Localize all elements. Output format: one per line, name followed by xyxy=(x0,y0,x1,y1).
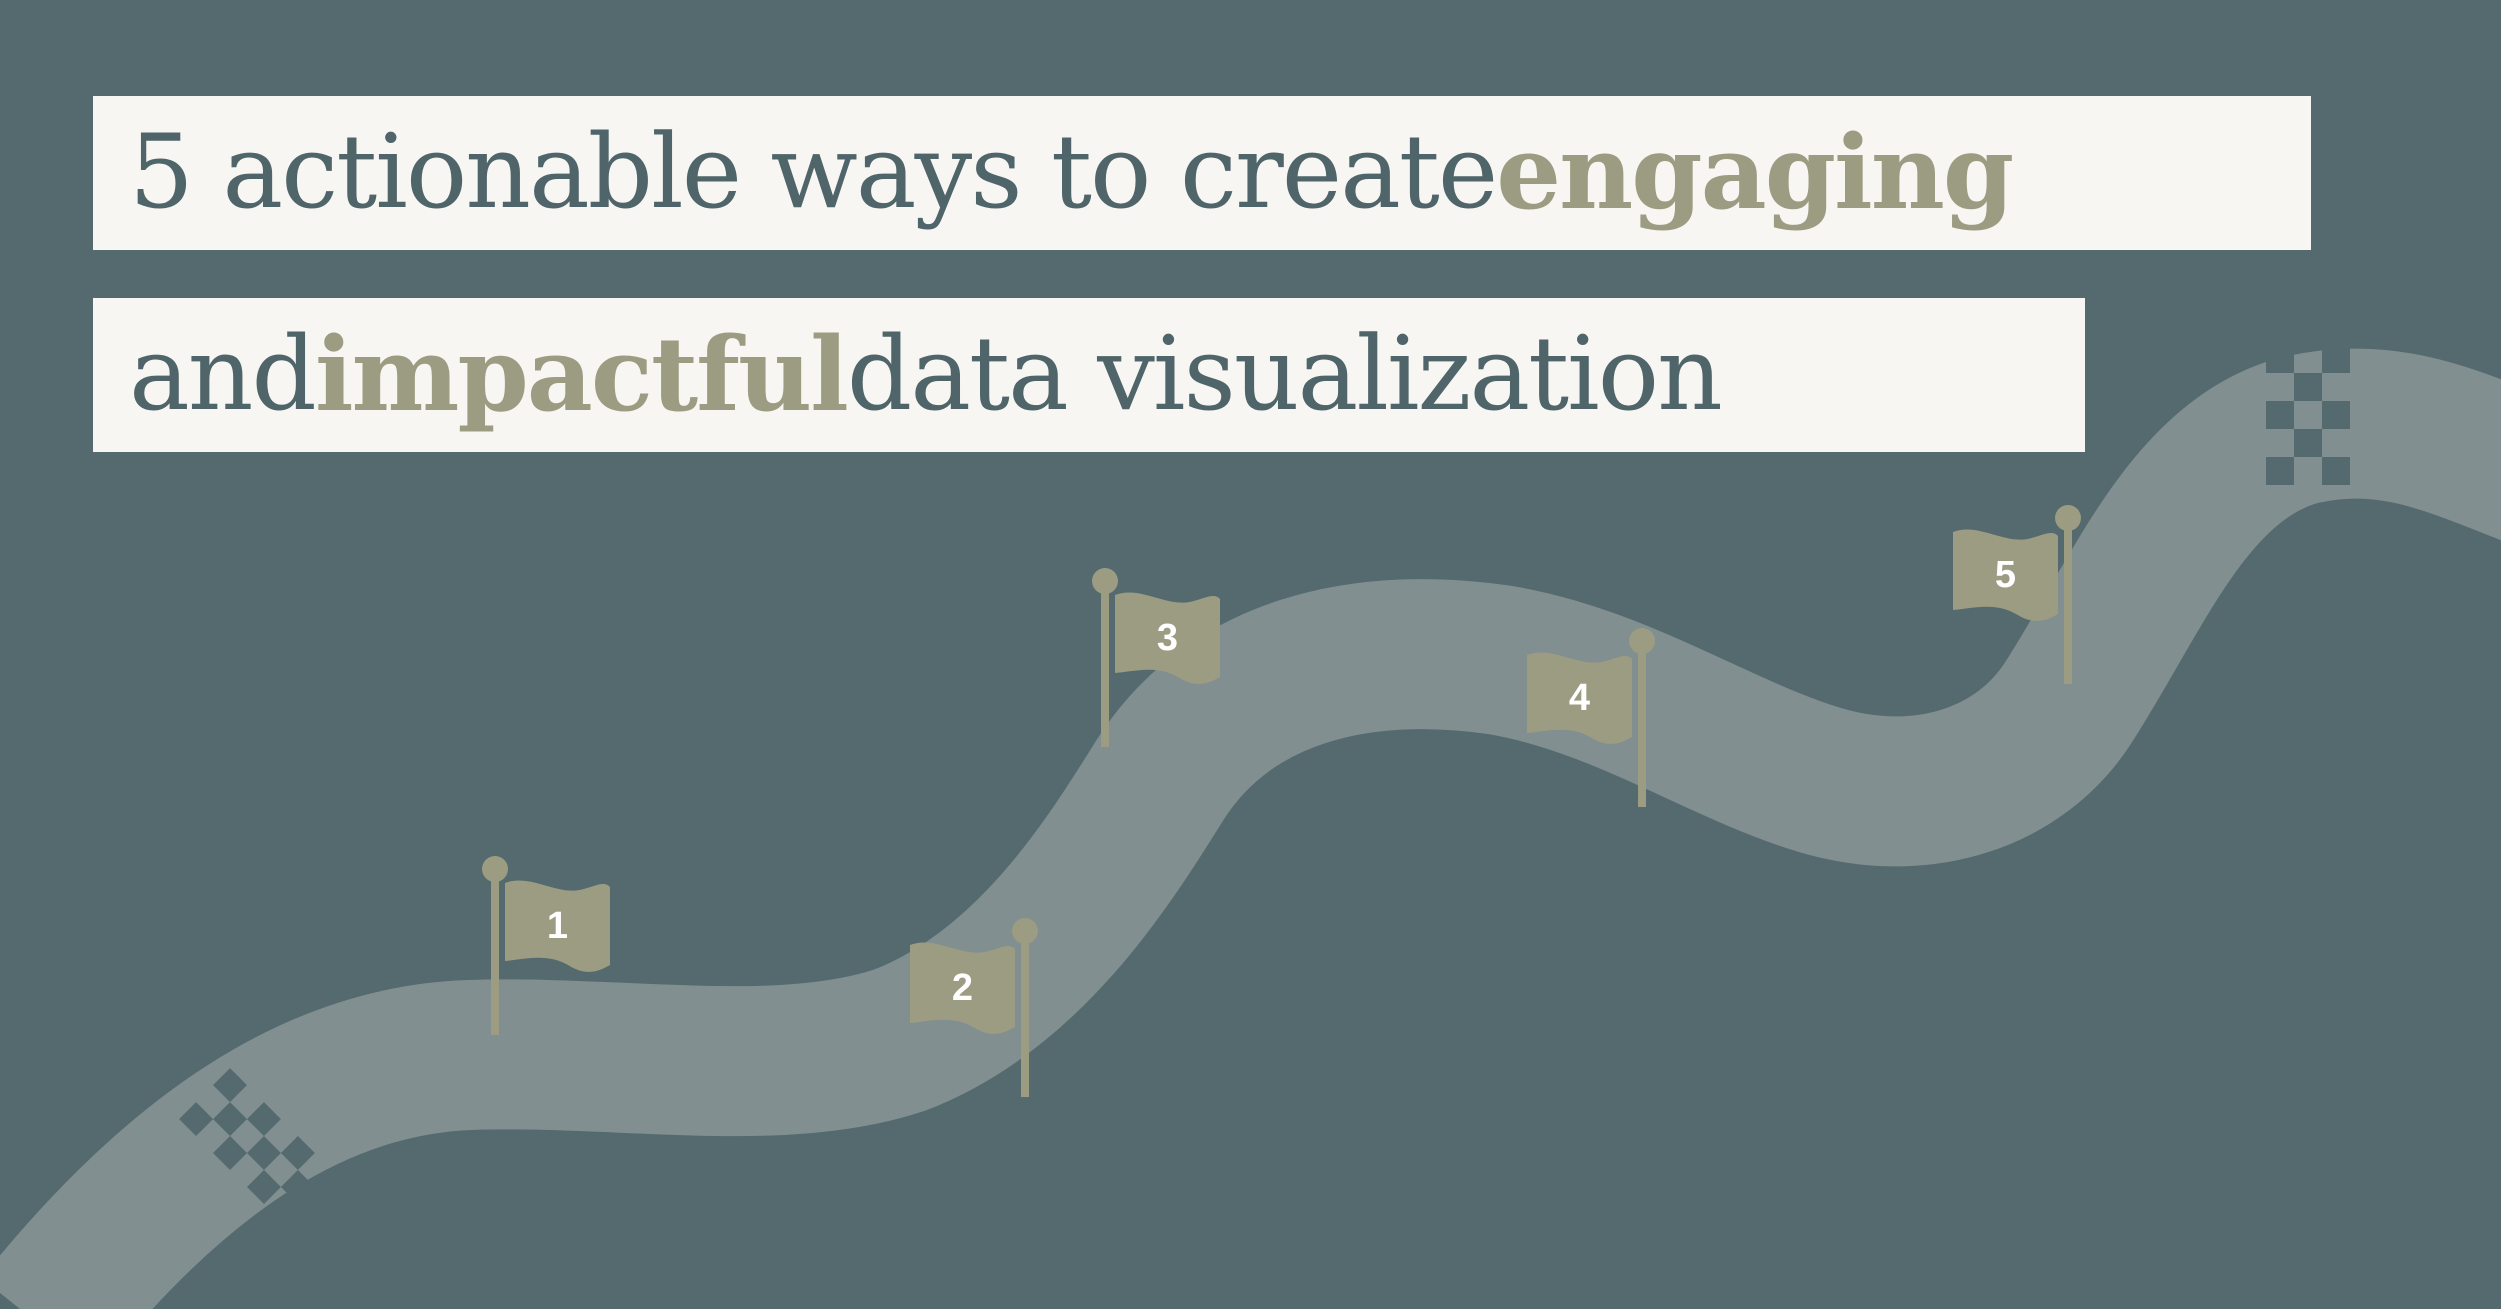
road xyxy=(0,348,2501,1309)
flag-pole xyxy=(1021,937,1029,1097)
flag-icon xyxy=(910,942,1015,1034)
flag-pole xyxy=(2064,524,2072,684)
milestone-flag-5: 5 xyxy=(1953,505,2081,684)
milestone-flag-2: 2 xyxy=(910,918,1038,1097)
flag-knob xyxy=(1629,628,1655,654)
flag-icon xyxy=(1953,529,2058,621)
title-line-1-text: 5 actionable ways to create xyxy=(129,113,1498,232)
title-line-2-prefix: and xyxy=(129,315,317,434)
milestone-number: 3 xyxy=(1157,617,1178,659)
milestone-number: 4 xyxy=(1569,677,1590,719)
flag-pole xyxy=(1101,587,1109,747)
title-line-2: and impactful data visualization xyxy=(93,298,2085,452)
milestone-flag-1: 1 xyxy=(482,856,610,1035)
flag-knob xyxy=(1092,568,1118,594)
title-highlight-engaging: engaging xyxy=(1496,113,2014,233)
checkered-finish-icon xyxy=(2266,345,2350,485)
flag-knob xyxy=(482,856,508,882)
milestone-number: 2 xyxy=(952,967,973,1009)
flag-knob xyxy=(1012,918,1038,944)
flag-icon xyxy=(505,880,610,972)
flag-pole xyxy=(1638,647,1646,807)
flag-icon xyxy=(1115,592,1220,684)
milestone-flag-3: 3 xyxy=(1092,568,1220,747)
milestone-flag-4: 4 xyxy=(1527,628,1655,807)
flag-icon xyxy=(1527,652,1632,744)
title-line-1: 5 actionable ways to create engaging xyxy=(93,96,2311,250)
milestone-number: 1 xyxy=(547,905,568,947)
title-highlight-impactful: impactful xyxy=(314,315,849,435)
flag-knob xyxy=(2055,505,2081,531)
flag-pole xyxy=(491,875,499,1035)
milestone-number: 5 xyxy=(1995,554,2016,596)
title-line-2-suffix: data visualization xyxy=(846,315,1723,434)
